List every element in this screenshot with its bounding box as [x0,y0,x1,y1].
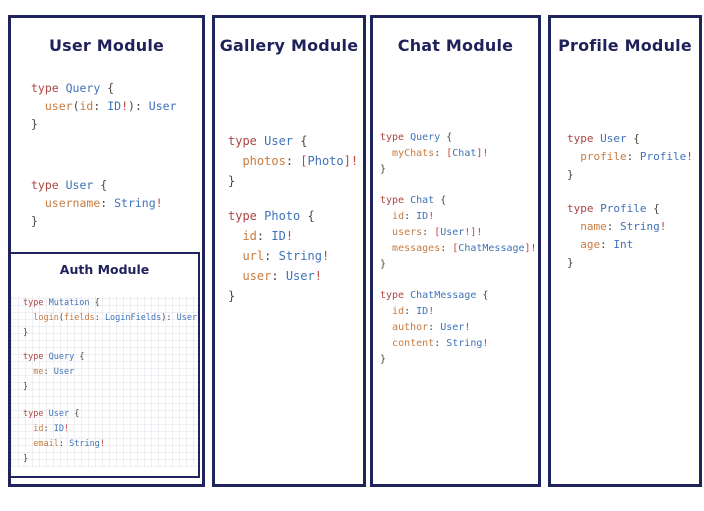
code-block: type Profile { name: String! age: Int} [567,200,699,272]
code-line: profile: Profile! [580,150,693,163]
panel-profile-module: Profile Module type User { profile: Prof… [548,15,702,487]
code-line: type Query { [380,132,453,143]
code-block: type Mutation { login(fields: LoginField… [23,296,198,341]
code-line: } [567,168,574,181]
code-line: messages: [ChatMessage]! [392,243,537,254]
code-line: id: ID! [392,306,435,317]
code-line: type User { [23,409,80,419]
code-line: users: [User!]! [392,227,483,238]
code-line: } [31,117,38,131]
code-line: } [31,214,38,228]
code-block: type Photo { id: ID! url: String! user: … [228,206,363,306]
code-line: content: String! [392,338,489,349]
code-line: } [380,164,387,175]
code-line: type ChatMessage { [380,290,489,301]
code-line: name: String! [580,220,667,233]
code-line: } [567,256,574,269]
panel-title-user-module: User Module [48,36,165,55]
code-line: } [228,174,236,188]
code-block: type ChatMessage { id: ID! author: User!… [380,288,538,368]
code-block: type Chat { id: ID! users: [User!]! mess… [380,193,538,273]
panel-chat-module: Chat Module type Query { myChats: [Chat]… [370,15,541,487]
code-block: type Query { myChats: [Chat]!} [380,130,538,178]
code-block: type User { username: String!} [31,176,202,230]
code-area-user-module: type Query { user(id: ID!): User}type Us… [11,79,202,230]
code-line: } [380,259,387,270]
panel-user-module: User Module type Query { user(id: ID!): … [8,15,205,487]
code-line: type Query { [23,352,85,362]
code-block: type User { id: ID! email: String!} [23,407,198,467]
code-line: email: String! [33,439,105,449]
code-line: } [23,454,29,464]
code-area-gallery-module: type User { photos: [Photo]!}type Photo … [215,131,363,306]
code-line: } [23,328,29,338]
code-line: type Profile { [567,202,660,215]
code-line: myChats: [Chat]! [392,148,489,159]
code-line: } [380,354,387,365]
panel-title-gallery-module: Gallery Module [219,36,359,55]
panel-auth-module: Auth Module type Mutation { login(fields… [9,252,200,478]
code-block: type Query { me: User} [23,350,198,395]
code-line: login(fields: LoginFields): User [33,313,198,323]
code-block: type Query { user(id: ID!): User} [31,79,202,133]
code-line: type Chat { [380,195,447,206]
panel-title-auth-module: Auth Module [59,262,150,277]
code-area-profile-module: type User { profile: Profile!}type Profi… [551,130,699,272]
code-block: type User { photos: [Photo]!} [228,131,363,191]
code-block: type User { profile: Profile!} [567,130,699,184]
panel-title-profile-module: Profile Module [558,36,692,55]
code-line: me: User [33,367,75,377]
code-area-chat-module: type Query { myChats: [Chat]!}type Chat … [373,130,538,368]
code-line: username: String! [44,196,163,210]
code-line: } [23,382,29,392]
code-line: url: String! [242,249,330,263]
code-line: age: Int [580,238,634,251]
code-line: type Query { [31,81,115,95]
code-line: type User { [228,134,308,148]
code-line: } [228,289,236,303]
code-line: id: ID! [242,229,294,243]
code-area-auth-module: type Mutation { login(fields: LoginField… [11,296,198,467]
panel-gallery-module: Gallery Module type User { photos: [Phot… [212,15,366,487]
panel-title-chat-module: Chat Module [397,36,514,55]
code-line: id: ID! [33,424,70,434]
code-line: type User { [567,132,640,145]
code-line: type Photo { [228,209,315,223]
code-line: photos: [Photo]! [242,154,359,168]
code-line: type User { [31,178,108,192]
code-line: author: User! [392,322,471,333]
code-line: type Mutation { [23,298,100,308]
code-line: user(id: ID!): User [44,99,177,113]
code-line: id: ID! [392,211,435,222]
code-line: user: User! [242,269,322,283]
